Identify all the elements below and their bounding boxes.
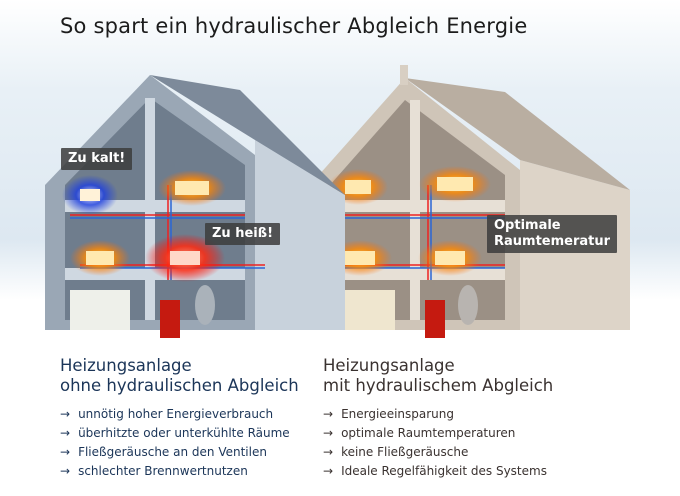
list-item: → Ideale Regelfähigkeit des Systems [323,462,553,481]
list-item: → überhitzte oder unterkühlte Räume [60,424,299,443]
list-item-text: Energieeinsparung [341,407,454,421]
house-without-balancing [45,75,345,338]
left-heading-line1: Heizungsanlage [60,356,192,375]
list-item: → Fließgeräusche an den Ventilen [60,443,299,462]
arrow-right-icon: → [60,464,71,478]
arrow-right-icon: → [60,407,71,421]
arrow-right-icon: → [323,407,334,421]
right-bullet-list: → Energieeinsparung → optimale Raumtempera… [323,405,553,481]
list-item-text: überhitzte oder unterkühlte Räume [78,426,290,440]
label-optimal-line2: Raumtemeratur [494,234,611,249]
arrow-right-icon: → [323,426,334,440]
list-item: → keine Fließgeräusche [323,443,553,462]
label-too-cold: Zu kalt! [61,148,133,170]
left-bullet-list: → unnötig hoher Energieverbrauch → überhit… [60,405,299,481]
list-item-text: unnötig hoher Energieverbrauch [78,407,274,421]
label-optimal-temperature: Optimale Raumtemeratur [487,215,618,253]
label-too-hot: Zu heiß! [205,223,281,245]
arrow-right-icon: → [60,445,71,459]
arrow-right-icon: → [323,464,334,478]
arrow-right-icon: → [60,426,71,440]
houses-illustration [45,65,630,338]
right-heading-line2: mit hydraulischem Abgleich [323,376,554,395]
list-item-text: Fließgeräusche an den Ventilen [78,445,267,459]
list-item: → optimale Raumtemperaturen [323,424,553,443]
arrow-right-icon: → [323,445,334,459]
list-item-text: Ideale Regelfähigkeit des Systems [341,464,547,478]
right-heading-line1: Heizungsanlage [323,356,455,375]
list-item: → unnötig hoher Energieverbrauch [60,405,299,424]
list-item: → Energieeinsparung [323,405,553,424]
label-optimal-line1: Optimale [494,218,561,233]
left-heading-line2: ohne hydraulischen Abgleich [60,376,299,395]
house-with-balancing [310,65,630,338]
list-item: → schlechter Brennwertnutzen [60,462,299,481]
page-title: So spart ein hydraulischer Abgleich Ener… [60,14,528,38]
list-item-text: optimale Raumtemperaturen [341,426,516,440]
list-item-text: schlechter Brennwertnutzen [78,464,248,478]
list-item-text: keine Fließgeräusche [341,445,469,459]
